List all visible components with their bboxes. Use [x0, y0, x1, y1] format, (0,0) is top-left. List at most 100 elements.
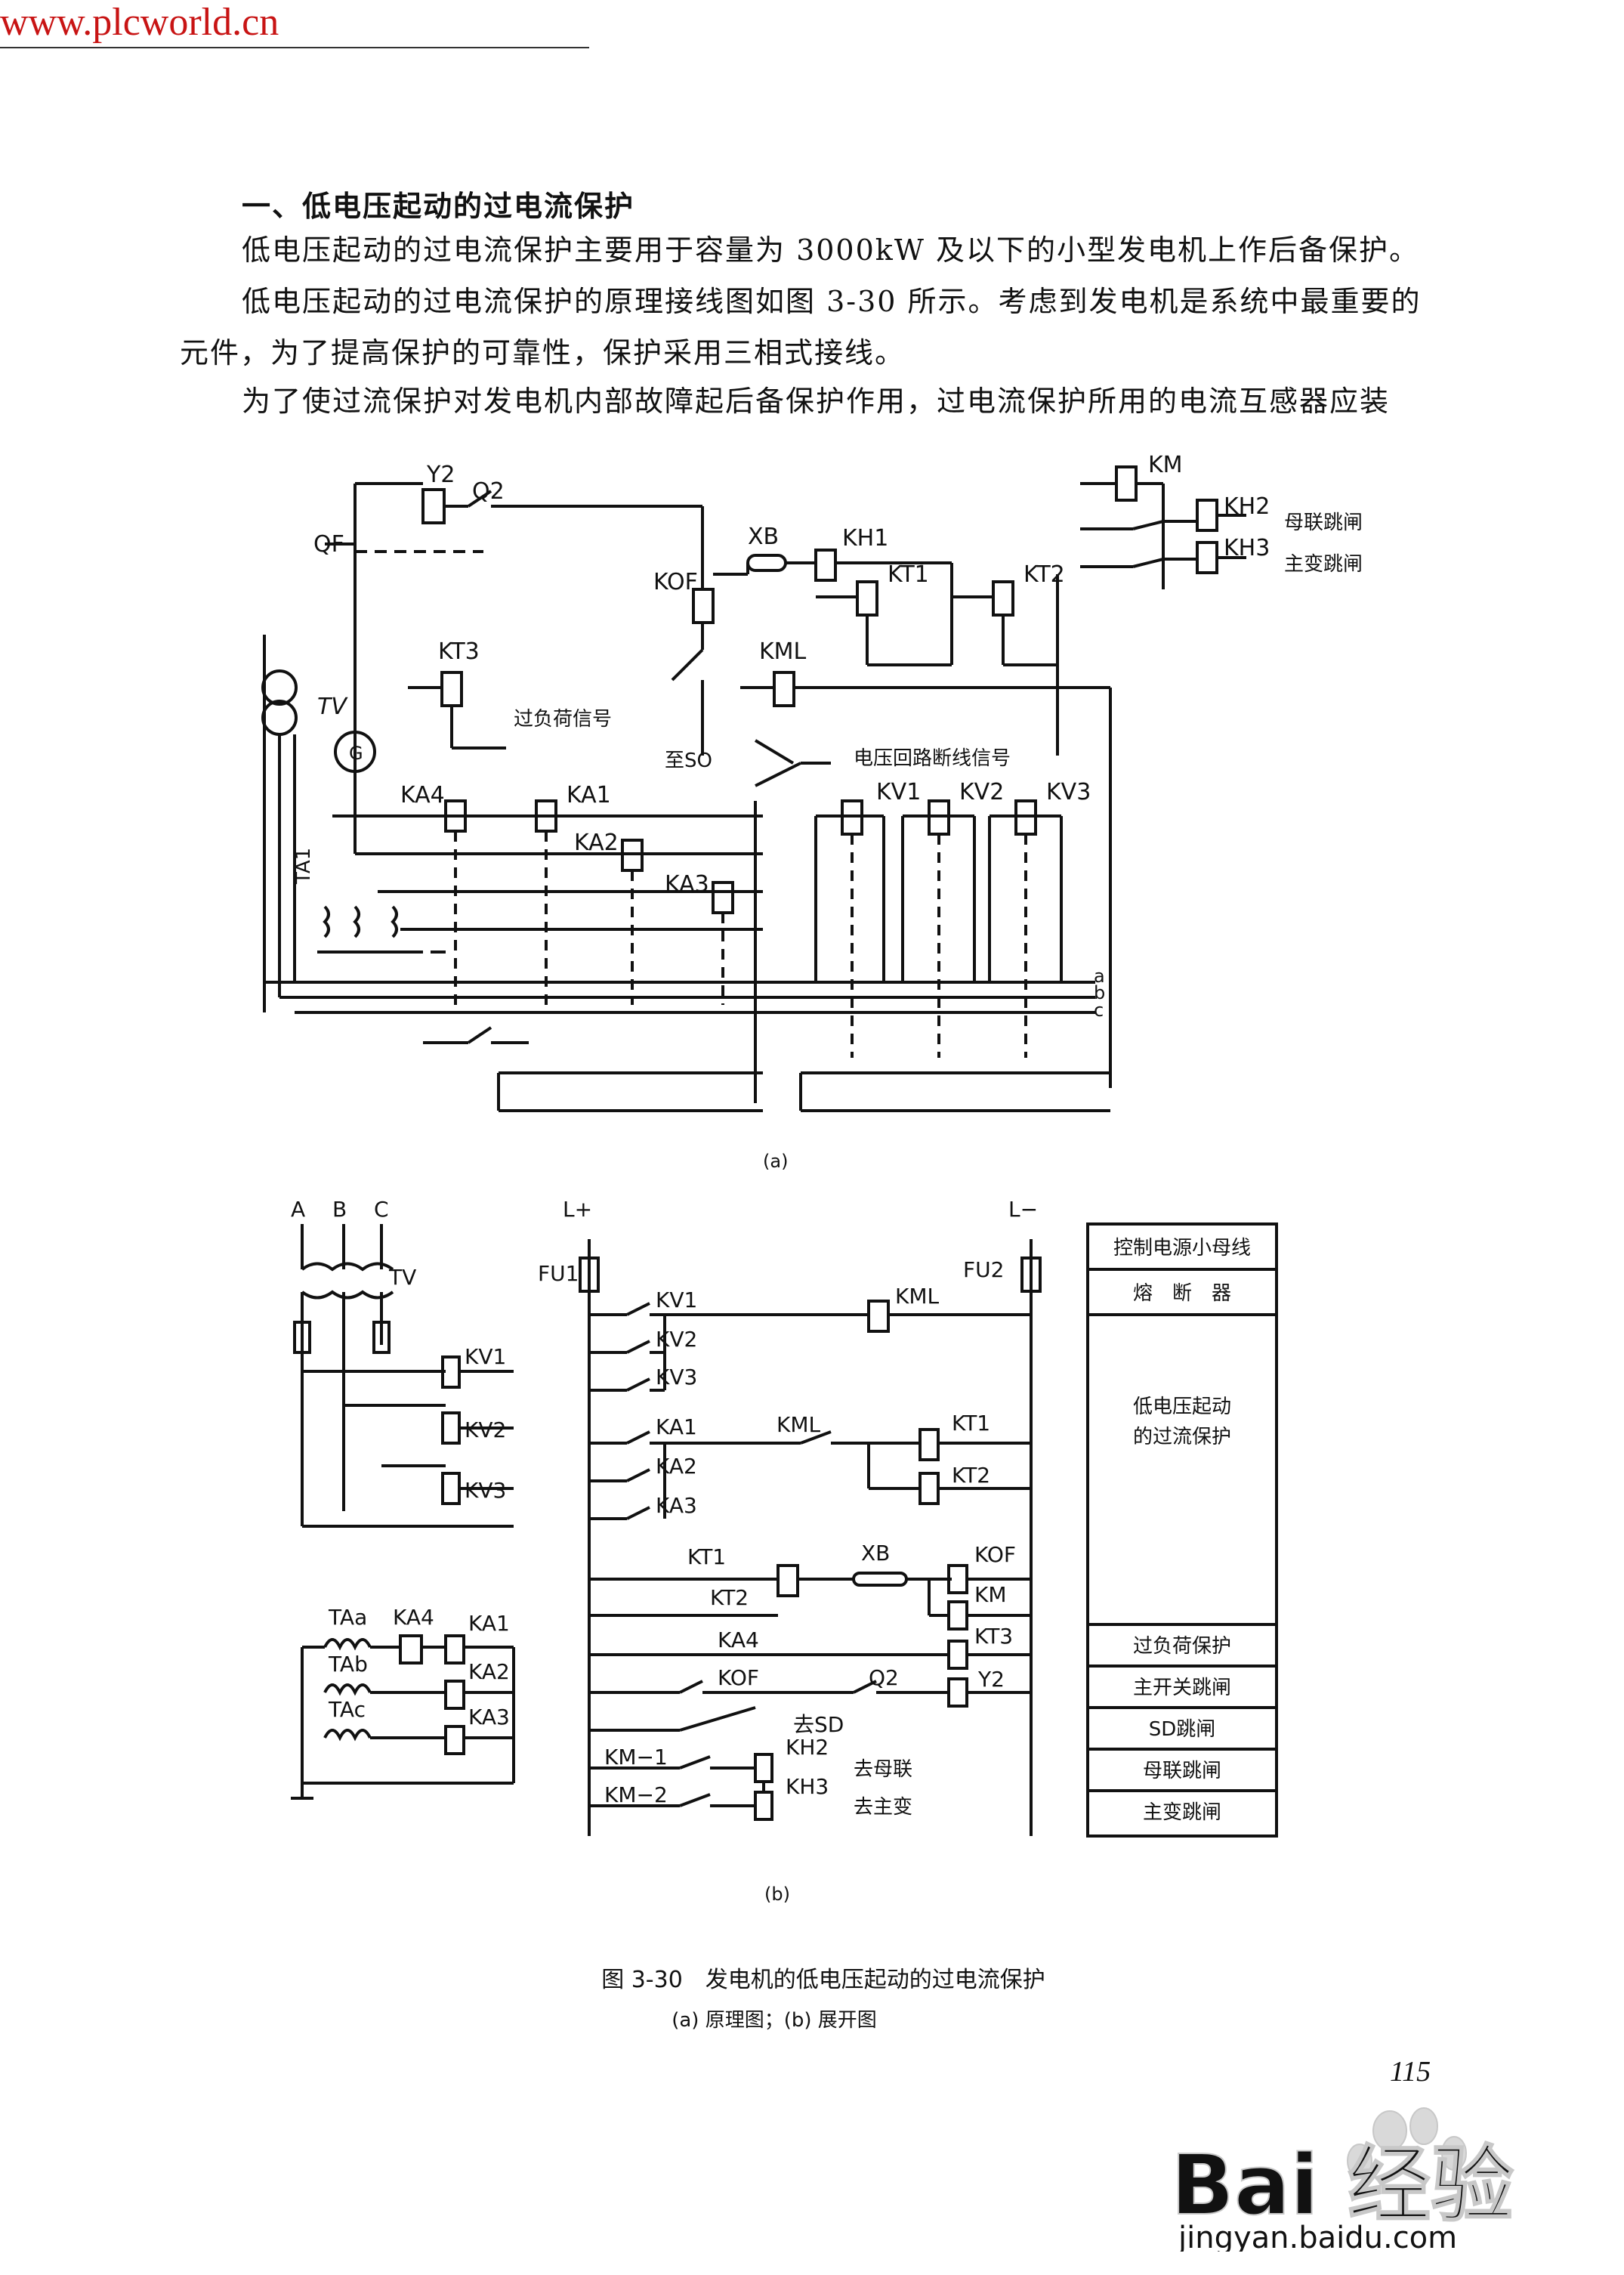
- label-fu2: FU2: [963, 1257, 1004, 1282]
- label-km1: KM−1: [604, 1745, 668, 1770]
- label-to-so: 至SO: [665, 750, 712, 772]
- table-row-main-transformer-trip: 主变跳闸: [1143, 1801, 1221, 1824]
- caption-b: (b): [764, 1884, 790, 1905]
- caption-a: (a): [763, 1151, 788, 1172]
- label-kt3: KT3: [438, 638, 480, 665]
- label-kv3-contact: KV3: [656, 1365, 697, 1389]
- table-row-fuse: 熔 断 器: [1133, 1282, 1231, 1305]
- label-phase-a: A: [291, 1197, 305, 1222]
- label-ka2: KA2: [574, 830, 619, 856]
- label-y2-b: Y2: [977, 1667, 1005, 1692]
- label-kof-contact: KOF: [718, 1665, 759, 1690]
- paragraph-2-line-1: 低电压起动的过电流保护的原理接线图如图 3-30 所示。考虑到发电机是系统中最重…: [242, 285, 1422, 318]
- label-ka1: KA1: [567, 782, 611, 808]
- figure-subtitle: (a) 原理图；(b) 展开图: [672, 2009, 877, 2032]
- label-kh3-b: KH3: [786, 1774, 829, 1799]
- label-kh3: KH3: [1224, 535, 1270, 561]
- table-row-low-voltage-protection-1: 低电压起动: [1133, 1396, 1231, 1418]
- label-ta-b: TAb: [328, 1652, 368, 1677]
- label-xb: XB: [748, 524, 779, 550]
- label-phase-c: C: [374, 1197, 389, 1222]
- label-main-trip: 主变跳闸: [1284, 553, 1363, 576]
- label-kt2-contact: KT2: [710, 1585, 749, 1610]
- section-heading: 一、低电压起动的过电流保护: [242, 189, 635, 223]
- label-to-main: 去主变: [854, 1796, 912, 1819]
- label-c: c: [1094, 1000, 1104, 1021]
- label-ka3-b: KA3: [468, 1705, 510, 1729]
- label-kml-contact: KML: [776, 1412, 821, 1437]
- label-ka2-b: KA2: [468, 1659, 510, 1684]
- label-overload-signal: 过负荷信号: [514, 708, 612, 731]
- label-kt2-coil: KT2: [952, 1463, 990, 1488]
- label-l-minus: L−: [1008, 1197, 1038, 1222]
- label-km: KM: [1148, 452, 1183, 478]
- label-ka3-contact: KA3: [656, 1493, 697, 1518]
- label-kh1: KH1: [842, 525, 888, 552]
- label-kv3: KV3: [1046, 779, 1091, 805]
- label-xb-b: XB: [861, 1541, 890, 1566]
- paragraph-2-line-2: 元件，为了提高保护的可靠性，保护采用三相式接线。: [180, 336, 906, 369]
- label-b: b: [1094, 982, 1105, 1003]
- table-row-overload: 过负荷保护: [1133, 1635, 1231, 1658]
- label-q2-b: Q2: [869, 1665, 899, 1690]
- watermark-url: jingyan.baidu.com: [1178, 2221, 1457, 2252]
- label-kt1-coil: KT1: [952, 1411, 990, 1436]
- watermark-logo-text: Bai 经验: [1171, 2137, 1514, 2233]
- label-phase-b: B: [332, 1197, 347, 1222]
- label-kt1: KT1: [888, 561, 929, 588]
- label-to-bus: 去母联: [854, 1758, 912, 1781]
- label-g: G: [349, 743, 363, 764]
- label-ta1: TA1: [292, 848, 315, 885]
- label-y2: Y2: [426, 462, 455, 488]
- paw-pad-4: [1441, 2136, 1467, 2171]
- paw-pad-3: [1347, 2144, 1372, 2178]
- label-kv1-contact: KV1: [656, 1287, 697, 1312]
- label-ka3: KA3: [665, 871, 709, 898]
- label-kof: KOF: [653, 569, 698, 595]
- label-tv: TV: [317, 694, 348, 720]
- label-ka1-b: KA1: [468, 1611, 510, 1636]
- figure-title: 图 3-30 发电机的低电压起动的过电流保护: [601, 1967, 1045, 1993]
- label-bus-trip: 母联跳闸: [1284, 512, 1363, 534]
- label-km2: KM−2: [604, 1782, 668, 1807]
- paragraph-1: 低电压起动的过电流保护主要用于容量为 3000kW 及以下的小型发电机上作后备保…: [242, 233, 1419, 267]
- paw-pad-1: [1372, 2110, 1407, 2151]
- label-ka4: KA4: [400, 782, 445, 808]
- table-row-sd-trip: SD跳闸: [1149, 1718, 1216, 1741]
- label-kml-coil: KML: [895, 1284, 940, 1309]
- label-ka1-contact: KA1: [656, 1414, 697, 1439]
- label-tv-b: TV: [388, 1265, 416, 1290]
- label-kh2: KH2: [1224, 493, 1270, 520]
- site-url: www.plcworld.cn: [0, 1, 279, 44]
- label-kv1: KV1: [876, 779, 921, 805]
- label-kt2: KT2: [1023, 561, 1065, 588]
- label-ta-a: TAa: [328, 1605, 367, 1630]
- label-kv2: KV2: [959, 779, 1004, 805]
- label-a: a: [1094, 966, 1105, 987]
- label-q2: Q2: [472, 478, 505, 505]
- label-l-plus: L+: [563, 1197, 592, 1222]
- page-number: 115: [1390, 2056, 1431, 2088]
- label-fu1: FU1: [538, 1261, 579, 1286]
- label-ka4-b: KA4: [393, 1605, 434, 1630]
- label-kh2-b: KH2: [786, 1735, 829, 1760]
- label-kof-b: KOF: [974, 1542, 1016, 1567]
- table-row-control-bus: 控制电源小母线: [1113, 1237, 1251, 1260]
- label-kml: KML: [759, 638, 807, 665]
- table-row-main-switch-trip: 主开关跳闸: [1133, 1677, 1231, 1699]
- circuit-diagram: Y2 Q2 QF KM KH2 KH3 母联跳闸 主变跳闸 XB KH1 KT1…: [261, 452, 1363, 2032]
- label-kv2-contact: KV2: [656, 1327, 697, 1352]
- label-kt1-contact: KT1: [687, 1544, 726, 1569]
- label-kv3-b: KV3: [465, 1478, 506, 1503]
- label-qf: QF: [313, 531, 344, 558]
- label-to-sd: 去SD: [793, 1712, 844, 1737]
- paragraph-3: 为了使过流保护对发电机内部故障起后备保护作用，过电流保护所用的电流互感器应装: [242, 385, 1391, 418]
- label-ta-c: TAc: [328, 1697, 366, 1722]
- paw-pad-2: [1409, 2107, 1438, 2145]
- label-vloss-signal: 电压回路断线信号: [854, 747, 1011, 770]
- baidu-jingyan-watermark: Bai 经验 jingyan.baidu.com: [1170, 2107, 1514, 2252]
- label-kv1-b: KV1: [465, 1344, 506, 1369]
- header-rule: [0, 47, 589, 48]
- table-row-bus-trip: 母联跳闸: [1143, 1760, 1221, 1782]
- label-kt3-b: KT3: [974, 1624, 1013, 1649]
